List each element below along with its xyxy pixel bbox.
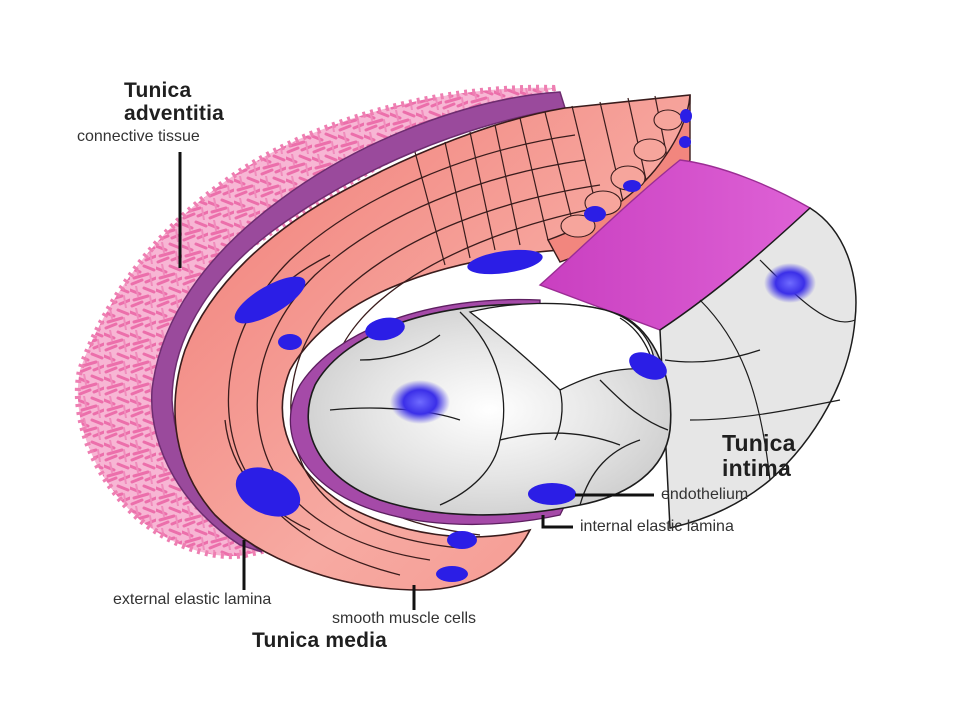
label-leader-lines	[178, 152, 654, 610]
label-tunica-media: Tunica media	[252, 629, 388, 652]
smooth-muscle-nuclei	[234, 109, 692, 582]
label-endothelium: endothelium	[661, 486, 749, 503]
label-internal-elastic-lamina: internal elastic lamina	[580, 518, 734, 535]
label-smooth-muscle-cells: smooth muscle cells	[332, 610, 477, 627]
label-connective-tissue: connective tissue	[77, 128, 200, 145]
label-tunica-adventitia-2: adventitia	[124, 102, 225, 125]
label-tunica-intima-2: intima	[722, 455, 791, 481]
media-edge-cells	[560, 109, 683, 238]
far-wall-cell-borders	[664, 259, 856, 481]
muscle-fiber-lines	[224, 134, 613, 576]
leader-internal-elastic-lamina	[541, 515, 573, 529]
label-tunica-intima-1: Tunica	[722, 430, 796, 456]
endothelial-nucleus-far	[764, 263, 816, 303]
endothelial-nuclei	[365, 317, 667, 505]
label-external-elastic-lamina: external elastic lamina	[113, 591, 272, 608]
endothelial-nucleus-left	[390, 380, 450, 424]
external-elastic-lamina-band	[151, 91, 566, 553]
label-tunica-adventitia-1: Tunica	[124, 79, 192, 102]
